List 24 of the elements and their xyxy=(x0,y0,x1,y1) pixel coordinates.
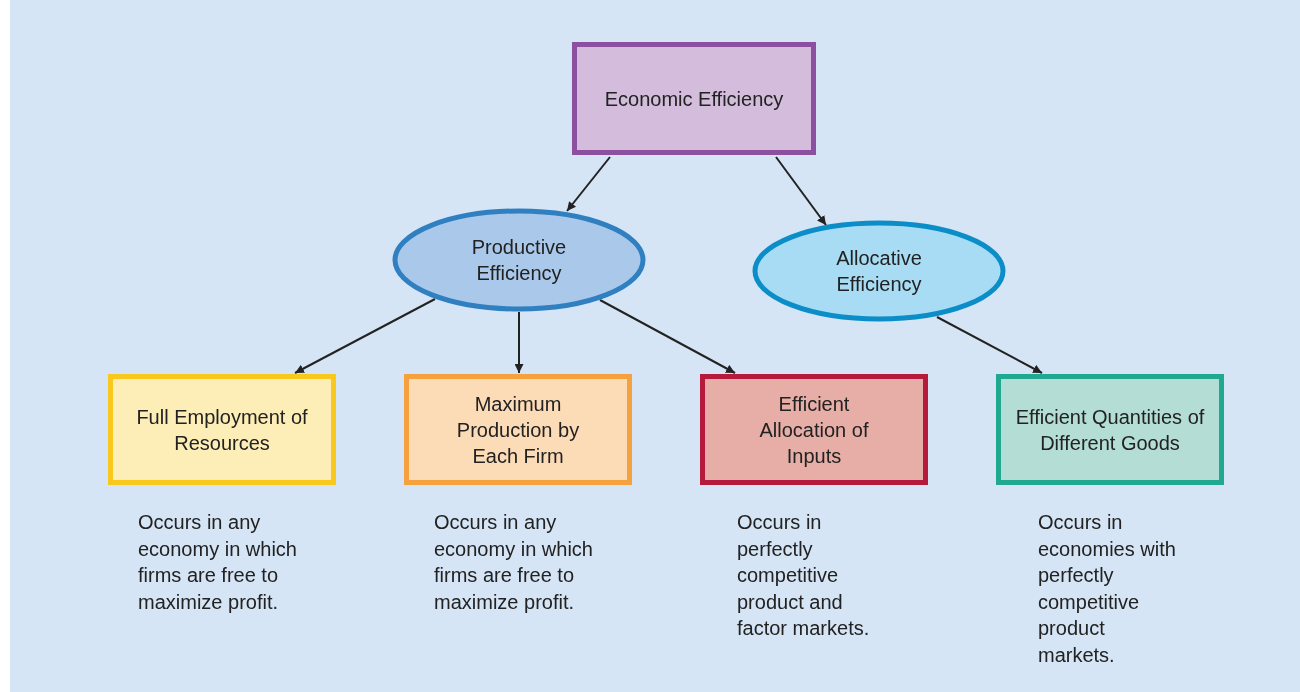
arrow xyxy=(775,156,827,226)
description-text: Occurs in any economy in which firms are free to maximize profit. xyxy=(434,510,594,615)
node-label: Efficient Quantities of Different Goods xyxy=(1014,404,1206,456)
description-text: Occurs in economies with perfectly competitive product markets. xyxy=(1038,510,1177,668)
node-label: Efficient Allocation of Inputs xyxy=(758,391,870,469)
concept-box xyxy=(108,374,336,485)
arrow xyxy=(936,316,1043,374)
description-text: Occurs in any economy in which firms are free to maximize profit. xyxy=(138,510,298,615)
node-label: Maximum Production by Each Firm xyxy=(455,391,581,469)
description-text: Occurs in perfectly competitive product and factor markets. xyxy=(737,510,871,641)
node-label: Allocative Efficiency xyxy=(835,246,923,297)
arrow xyxy=(566,156,611,212)
concept-box xyxy=(700,374,928,485)
node-label: Economic Efficiency xyxy=(604,86,784,112)
arrow xyxy=(599,299,736,374)
arrow xyxy=(294,298,436,374)
arrow xyxy=(514,311,524,374)
concept-box xyxy=(572,42,816,155)
concept-box xyxy=(996,374,1224,485)
concept-box xyxy=(404,374,632,485)
node-label: Productive Efficiency xyxy=(470,235,568,286)
node-label: Full Employment of Resources xyxy=(135,404,309,456)
concept-ellipse xyxy=(752,220,1006,322)
concept-ellipse xyxy=(392,208,646,312)
